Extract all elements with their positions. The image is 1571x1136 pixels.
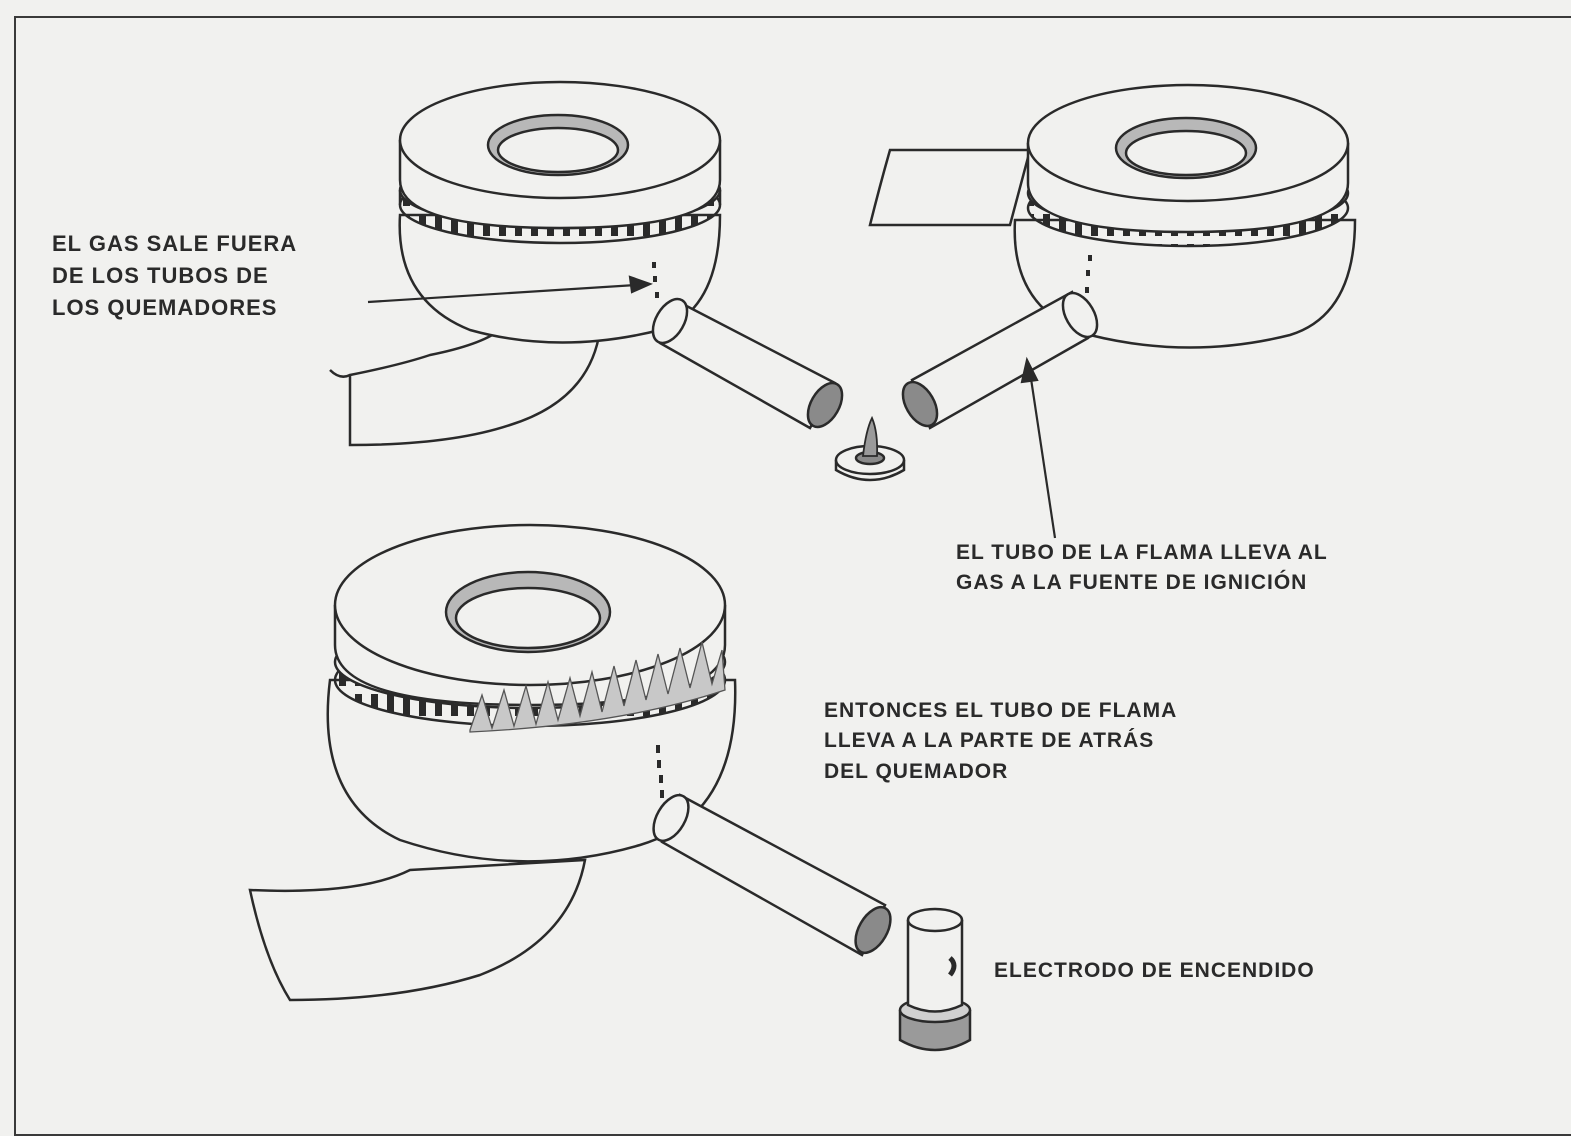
burner-icon — [248, 523, 737, 1002]
label-line: DE LOS TUBOS DE — [52, 262, 269, 288]
label-line: LOS QUEMADORES — [52, 294, 278, 320]
gas-dots-icon — [652, 262, 659, 298]
burner-icon — [868, 83, 1357, 349]
pilot-flame-icon — [834, 415, 906, 482]
ignition-electrode-icon — [898, 907, 972, 1052]
label-line: GAS A LA FUENTE DE IGNICIÓN — [956, 571, 1308, 595]
burner-icon — [329, 80, 722, 447]
label-electrode: ELECTRODO DE ENCENDIDO — [994, 959, 1315, 982]
burner-diagram — [248, 80, 1357, 1052]
label-flame-tube: EL TUBO DE LA FLAMA LLEVA AL GAS A LA FU… — [956, 538, 1328, 599]
flame-tube-icon — [901, 290, 1099, 430]
label-gas-out: EL GAS SALE FUERA DE LOS TUBOS DE LOS QU… — [52, 228, 297, 324]
flame-tube-icon — [651, 297, 844, 430]
flame-tube-icon — [652, 793, 892, 957]
label-then-tube: ENTONCES EL TUBO DE FLAMA LLEVA A LA PAR… — [824, 696, 1177, 787]
label-line: ENTONCES EL TUBO DE FLAMA — [824, 699, 1178, 722]
label-line: DEL QUEMADOR — [824, 759, 1009, 783]
flames-icon — [469, 641, 726, 733]
label-line: EL GAS SALE FUERA — [52, 231, 298, 256]
label-line: LLEVA A LA PARTE DE ATRÁS — [824, 729, 1155, 753]
label-line: EL TUBO DE LA FLAMA LLEVA AL — [956, 541, 1328, 564]
leader-arrows — [367, 275, 1057, 539]
